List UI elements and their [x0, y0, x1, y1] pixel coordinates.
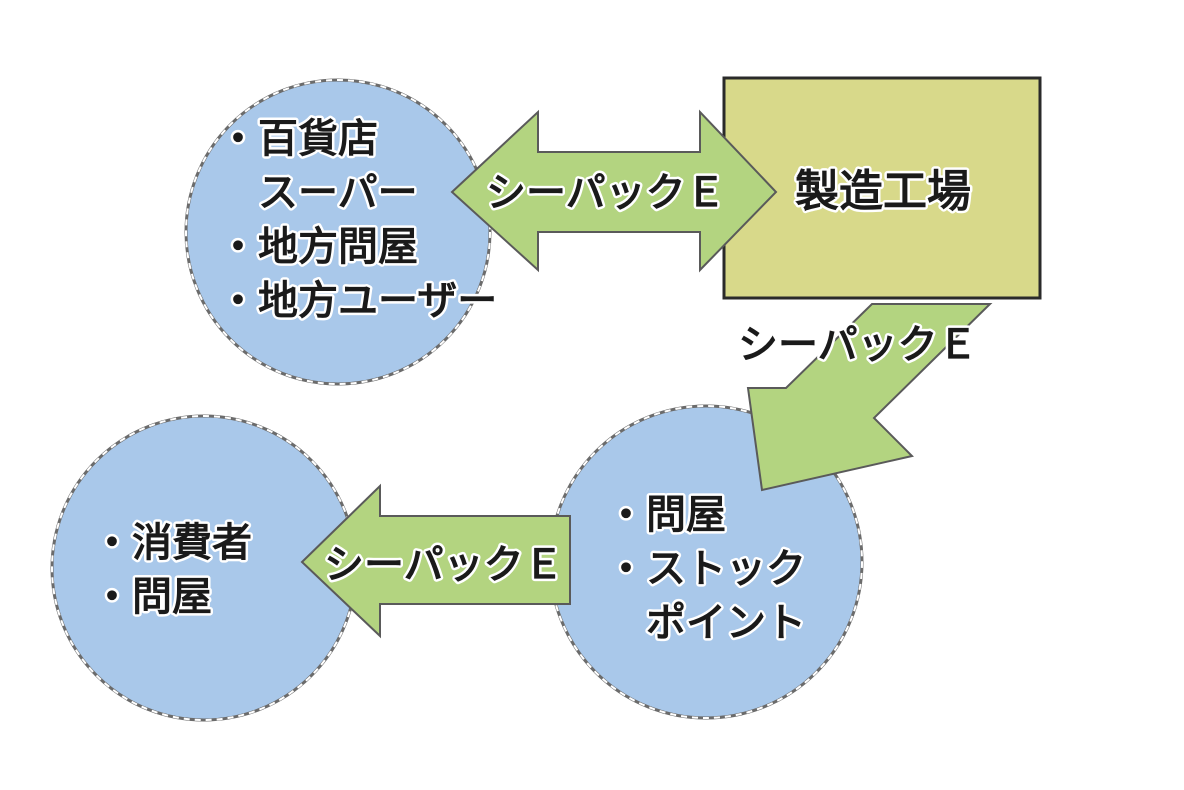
- consumer-line-1: ・消費者: [92, 520, 252, 566]
- retail-line-4: ・地方ユーザー: [218, 278, 497, 324]
- wholesale-text: ・問屋 ・ストック ポイント: [604, 490, 809, 649]
- wholesale-line-2: ・ストック: [606, 546, 806, 592]
- retail-node: ・百貨店 スーパー ・地方問屋 ・地方ユーザー: [184, 78, 500, 386]
- consumer-line-2: ・問屋: [92, 574, 212, 620]
- retail-line-2: スーパー: [218, 170, 418, 216]
- arrow-label-top: シーパックＥ: [486, 170, 726, 216]
- arrow-label-diagonal: シーパックＥ: [738, 322, 978, 368]
- arrow-label-bottom: シーパックＥ: [324, 542, 564, 588]
- arrow-wholesale-consumer: シーパックＥ: [300, 483, 571, 639]
- wholesale-line-3: ポイント: [606, 600, 806, 646]
- factory-node: 製造工場: [722, 76, 1042, 300]
- factory-label: 製造工場: [795, 166, 971, 217]
- retail-line-3: ・地方問屋: [218, 224, 418, 270]
- consumer-node: ・消費者 ・問屋: [50, 414, 358, 722]
- arrow-factory-wholesale: シーパックＥ: [736, 303, 993, 492]
- retail-line-1: ・百貨店: [218, 116, 378, 162]
- wholesale-line-1: ・問屋: [606, 492, 726, 538]
- arrow-retail-factory: シーパックＥ: [450, 109, 778, 273]
